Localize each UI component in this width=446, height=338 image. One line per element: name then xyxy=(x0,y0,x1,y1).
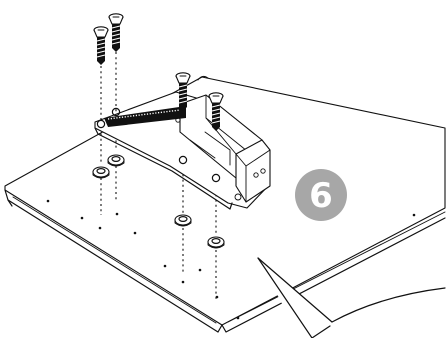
step-badge-circle xyxy=(295,169,347,221)
washer-icon xyxy=(207,236,225,249)
mounting-bracket xyxy=(94,91,271,210)
screw-icon xyxy=(93,26,109,65)
step-number: 6 xyxy=(309,176,333,216)
washer-icon xyxy=(92,166,110,179)
washer-icon xyxy=(174,214,192,227)
panel-holes xyxy=(46,199,416,320)
washer-icon xyxy=(107,154,125,167)
screws xyxy=(93,13,224,131)
screw-icon xyxy=(108,13,124,52)
step-badge: 6 xyxy=(295,169,347,221)
screw-icon xyxy=(208,92,224,131)
screw-icon xyxy=(175,72,191,111)
detail-callout xyxy=(257,257,446,338)
washers xyxy=(92,154,225,249)
